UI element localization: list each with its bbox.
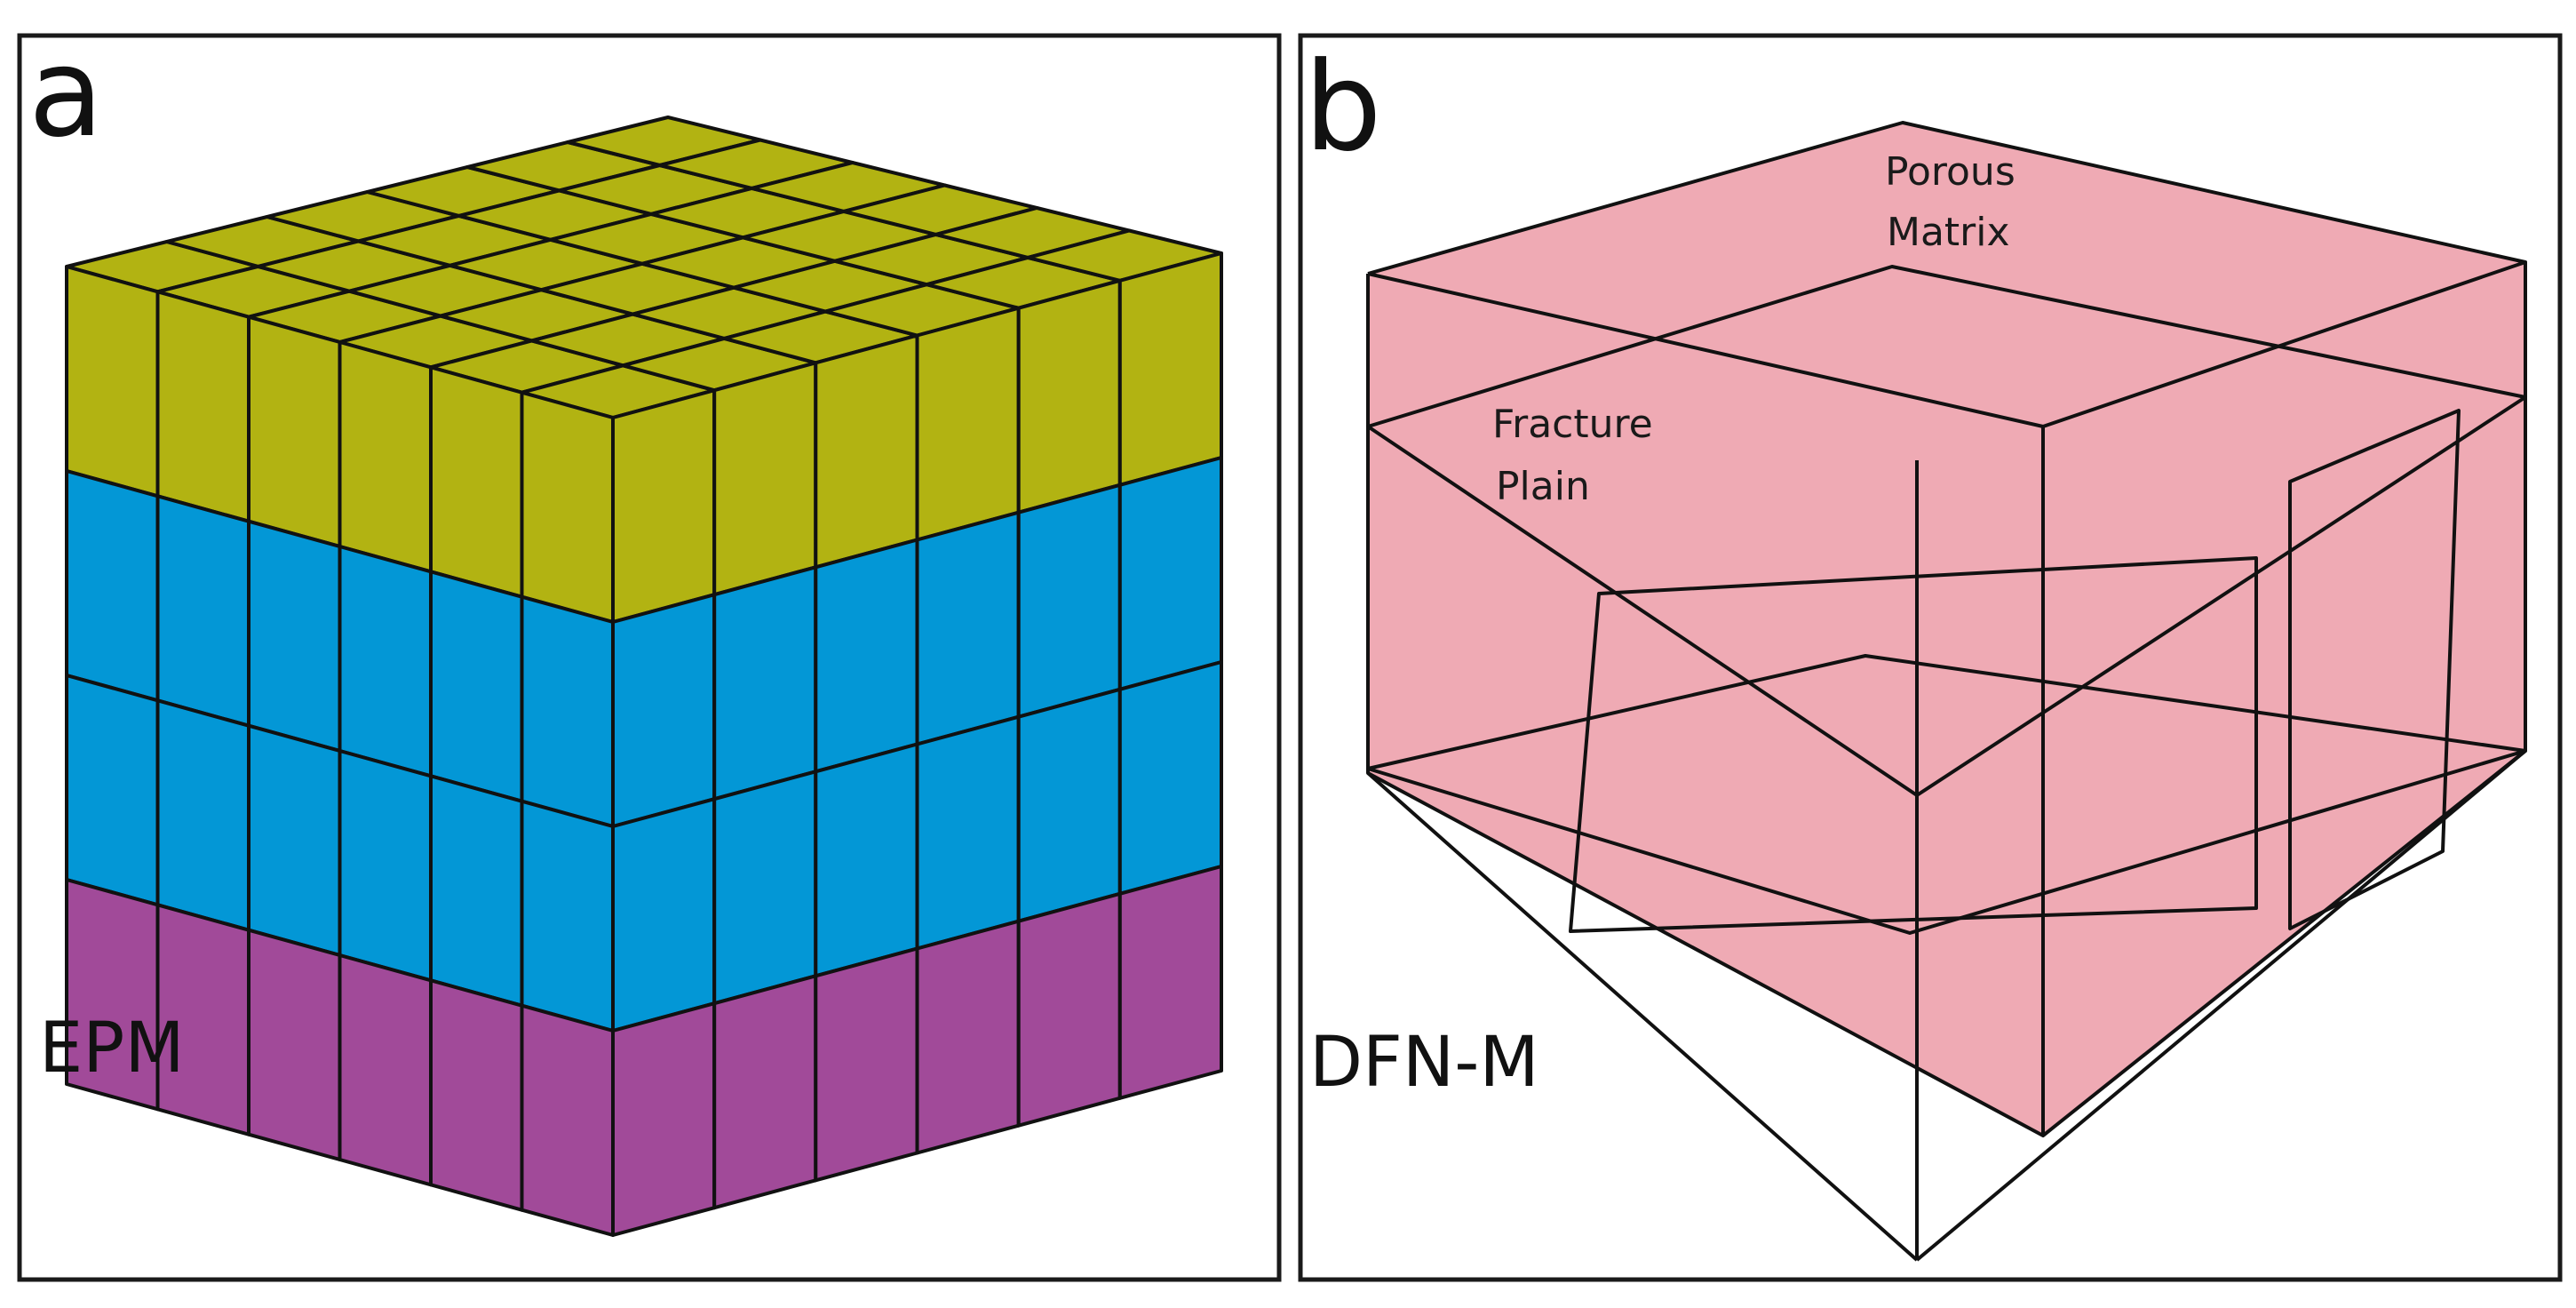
epm-left-cell xyxy=(338,340,433,574)
epm-right-cell xyxy=(915,306,1021,542)
epm-right-cell xyxy=(915,714,1021,951)
matrix-box-edges xyxy=(1366,121,2527,1262)
epm-left-cell xyxy=(247,928,342,1161)
panel-b: b Porous Matrix Fracture Plain DFN-M xyxy=(1298,33,2563,1282)
epm-right-cell xyxy=(712,361,818,597)
epm-left-cell xyxy=(338,545,433,778)
panel-b-frame xyxy=(1298,33,2563,1282)
dfnm-label: DFN-M xyxy=(1309,1023,1539,1103)
epm-left-cell xyxy=(338,953,433,1187)
epm-left-cell xyxy=(155,290,250,523)
epm-right-cell xyxy=(814,538,919,774)
epm-left-cell xyxy=(155,494,250,728)
epm-right-cell xyxy=(1016,891,1122,1128)
epm-left-cell xyxy=(429,978,524,1212)
epm-right-cell xyxy=(915,510,1021,746)
epm-left-cell xyxy=(247,723,342,957)
epm-right-cell xyxy=(1117,660,1223,896)
epm-right-cell xyxy=(814,946,919,1183)
epm-left-cell xyxy=(65,265,160,498)
epm-left-cell xyxy=(520,594,615,828)
epm-left-cell xyxy=(338,749,433,983)
epm-right-cell xyxy=(915,919,1021,1155)
epm-right-cell xyxy=(814,742,919,978)
epm-right-cell xyxy=(1117,456,1223,691)
epm-right-cell xyxy=(814,333,919,570)
epm-left-cell xyxy=(247,315,342,548)
epm-right-cell xyxy=(1117,865,1223,1100)
fracture-plane-vertical xyxy=(1569,556,2258,933)
fracture-plain-label-line2: Plain xyxy=(1496,464,1590,509)
porous-matrix-label-line1: Porous xyxy=(1885,149,2015,195)
epm-left-cell xyxy=(429,774,524,1008)
epm-right-cell xyxy=(611,797,717,1033)
epm-right-cell xyxy=(1016,687,1122,923)
fracture-plane-small xyxy=(2288,409,2461,930)
panel-b-letter: b xyxy=(1304,36,1382,179)
epm-right-cell xyxy=(611,1001,717,1237)
epm-right-cell xyxy=(712,974,818,1210)
epm-left-cell xyxy=(520,390,615,624)
epm-left-cell xyxy=(247,519,342,753)
epm-right-cell xyxy=(1016,278,1122,514)
epm-left-cell xyxy=(429,365,524,599)
epm-left-cell xyxy=(65,674,160,907)
fracture-plain-label-line1: Fracture xyxy=(1492,402,1653,447)
panel-a-letter: a xyxy=(28,21,104,164)
epm-left-cell xyxy=(520,799,615,1033)
epm-right-cell xyxy=(611,593,717,828)
epm-left-cell xyxy=(155,698,250,932)
matrix-right-face xyxy=(2043,262,2525,1136)
panel-a-frame xyxy=(17,33,1282,1282)
epm-cube xyxy=(65,116,1223,1237)
epm-right-cell xyxy=(1016,483,1122,719)
epm-right-cell xyxy=(611,388,717,624)
epm-right-cell xyxy=(1117,251,1223,487)
epm-right-cell xyxy=(712,565,818,802)
epm-left-cell xyxy=(65,469,160,703)
panel-a: a EPM xyxy=(17,21,1282,1282)
epm-right-cell xyxy=(712,770,818,1006)
epm-left-cell xyxy=(520,1003,615,1237)
porous-matrix-label-line2: Matrix xyxy=(1887,210,2010,255)
epm-left-cell xyxy=(429,570,524,803)
epm-label: EPM xyxy=(39,1009,185,1089)
